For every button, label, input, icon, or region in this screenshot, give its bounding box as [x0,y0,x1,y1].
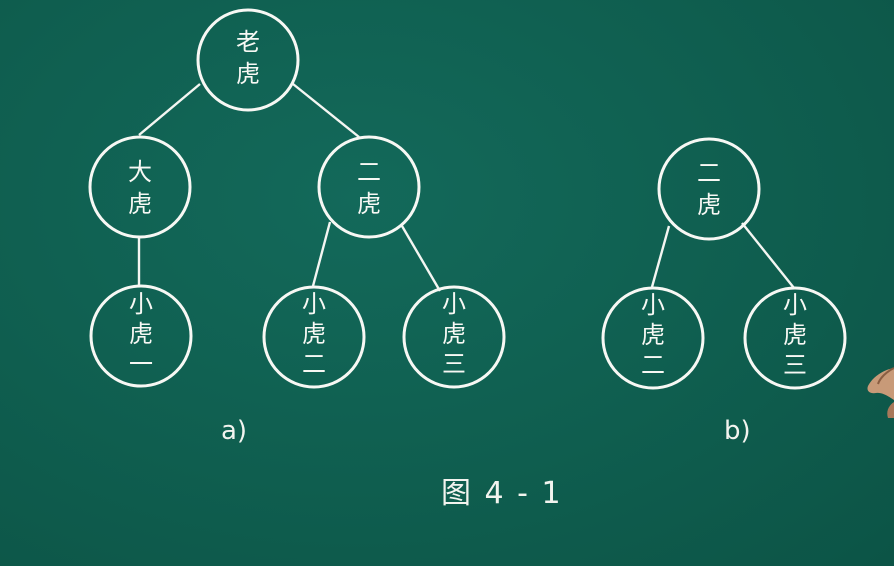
node-text: 虎 [357,190,381,218]
node-erhu-b: 二 虎 [657,137,761,241]
node-text: 虎 [129,320,153,348]
pointer-hand-icon [864,360,894,420]
node-text: 虎 [641,321,665,349]
node-text: 小 [302,290,326,318]
node-text: 二 [697,159,721,187]
node-text: 虎 [128,190,152,218]
node-text: 虎 [697,191,721,219]
edge-root-right [292,83,360,138]
node-text: 小 [783,291,807,319]
node-text: 虎 [236,60,260,88]
node-xiaohu-er-a: 小 虎 二 [262,285,366,389]
edge-b-child-2 [741,222,795,289]
node-xiaohu-san-b: 小 虎 三 [743,286,847,390]
node-xiaohu-er-b: 小 虎 二 [601,286,705,390]
node-xiaohu-yi: 小 虎 一 [89,284,193,388]
node-text: 小 [641,291,665,319]
node-text: 老 [236,28,260,56]
node-erhu: 二 虎 [317,135,421,239]
node-text: 虎 [302,320,326,348]
node-text: 二 [302,350,326,378]
figure-caption: 图 4 - 1 [441,476,563,511]
node-text: 虎 [442,320,466,348]
node-dahu: 大 虎 [88,135,192,239]
node-text: 小 [129,290,153,318]
node-text: 虎 [783,321,807,349]
subfigure-label-a: a) [221,416,248,446]
node-text: 大 [128,158,152,186]
edge-right-child-1 [311,221,332,287]
node-text: 小 [442,290,466,318]
node-text: 二 [357,158,381,186]
node-xiaohu-san-a: 小 虎 三 [402,285,506,389]
node-text: 二 [641,351,665,379]
edge-root-left [138,83,201,136]
edge-right-child-2 [400,225,442,292]
node-text: 一 [129,350,153,378]
node-laohu: 老 虎 [196,8,300,112]
node-text: 三 [783,351,807,379]
edge-b-child-1 [650,225,671,288]
subfigure-label-b: b) [724,416,751,446]
node-text: 三 [442,350,466,378]
